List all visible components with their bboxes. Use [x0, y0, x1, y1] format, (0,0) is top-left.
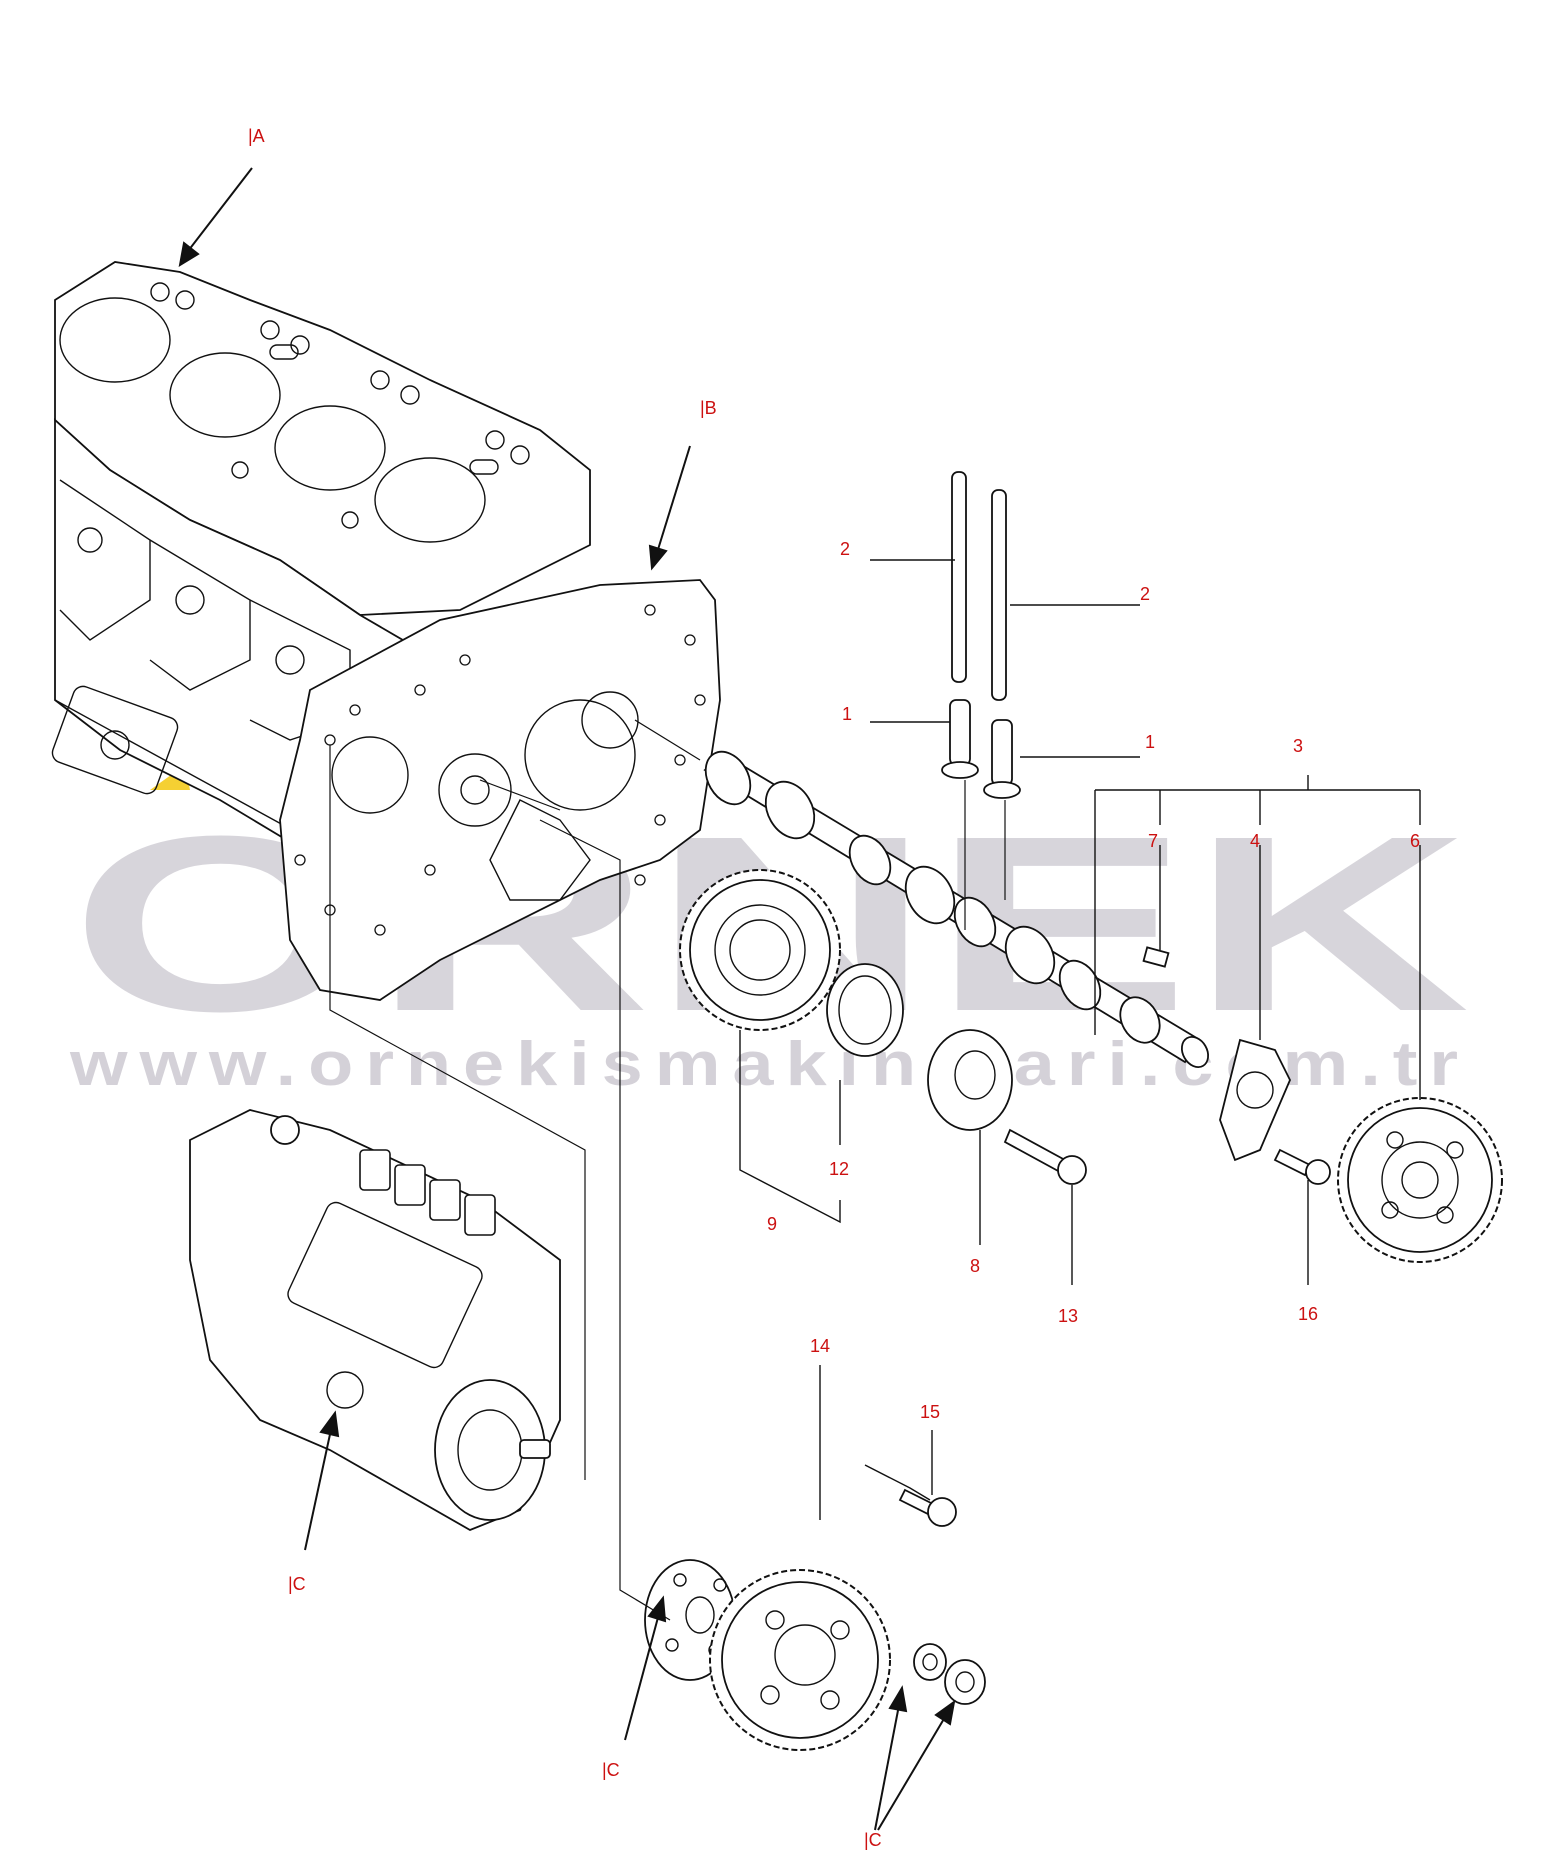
callout-8: 8 — [970, 1256, 980, 1276]
washer — [913, 1643, 947, 1681]
callout-2-left: 2 — [840, 539, 850, 559]
callout-3: 3 — [1293, 736, 1303, 756]
callout-2-right: 2 — [1140, 584, 1150, 604]
ref-label-block: |A — [248, 126, 265, 146]
assembly-guide-lines — [329, 719, 1006, 1621]
camshaft-gear — [1337, 1097, 1503, 1263]
idler-shaft — [927, 1029, 1013, 1131]
ref-label-nut-washer: |C — [864, 1830, 882, 1850]
pump-drive-gear — [709, 1569, 891, 1751]
callout-12: 12 — [829, 1159, 849, 1179]
gear-bushing — [826, 963, 904, 1057]
callout-6: 6 — [1410, 831, 1420, 851]
callout-16: 16 — [1298, 1304, 1318, 1324]
ref-label-pump-flange: |C — [602, 1760, 620, 1780]
gear-case-plate — [279, 579, 721, 1001]
bolt-13 — [1003, 1128, 1087, 1185]
ref-label-plate: |B — [700, 398, 717, 418]
callout-13: 13 — [1058, 1306, 1078, 1326]
bolt-15 — [898, 1488, 957, 1527]
idler-gear — [679, 869, 841, 1031]
callout-1-right: 1 — [1145, 732, 1155, 752]
reference-arrows — [178, 167, 956, 1831]
push-rods — [951, 471, 1007, 701]
bolt-16 — [1273, 1148, 1331, 1185]
leader-lines — [739, 559, 1421, 1520]
callout-9: 9 — [767, 1214, 777, 1234]
ref-label-pump: |C — [288, 1574, 306, 1594]
callout-14: 14 — [810, 1336, 830, 1356]
thrust-plate — [1219, 1038, 1291, 1162]
callout-15: 15 — [920, 1402, 940, 1422]
key-part-7 — [1142, 946, 1170, 968]
nut — [944, 1659, 986, 1705]
tappets — [941, 699, 1021, 799]
callout-7: 7 — [1148, 831, 1158, 851]
callout-1-left: 1 — [842, 704, 852, 724]
callouts: |A |B |C |C |C 2 2 1 1 3 7 4 6 12 9 8 13… — [248, 126, 1420, 1850]
callout-4: 4 — [1250, 831, 1260, 851]
injection-pump — [189, 1109, 561, 1531]
